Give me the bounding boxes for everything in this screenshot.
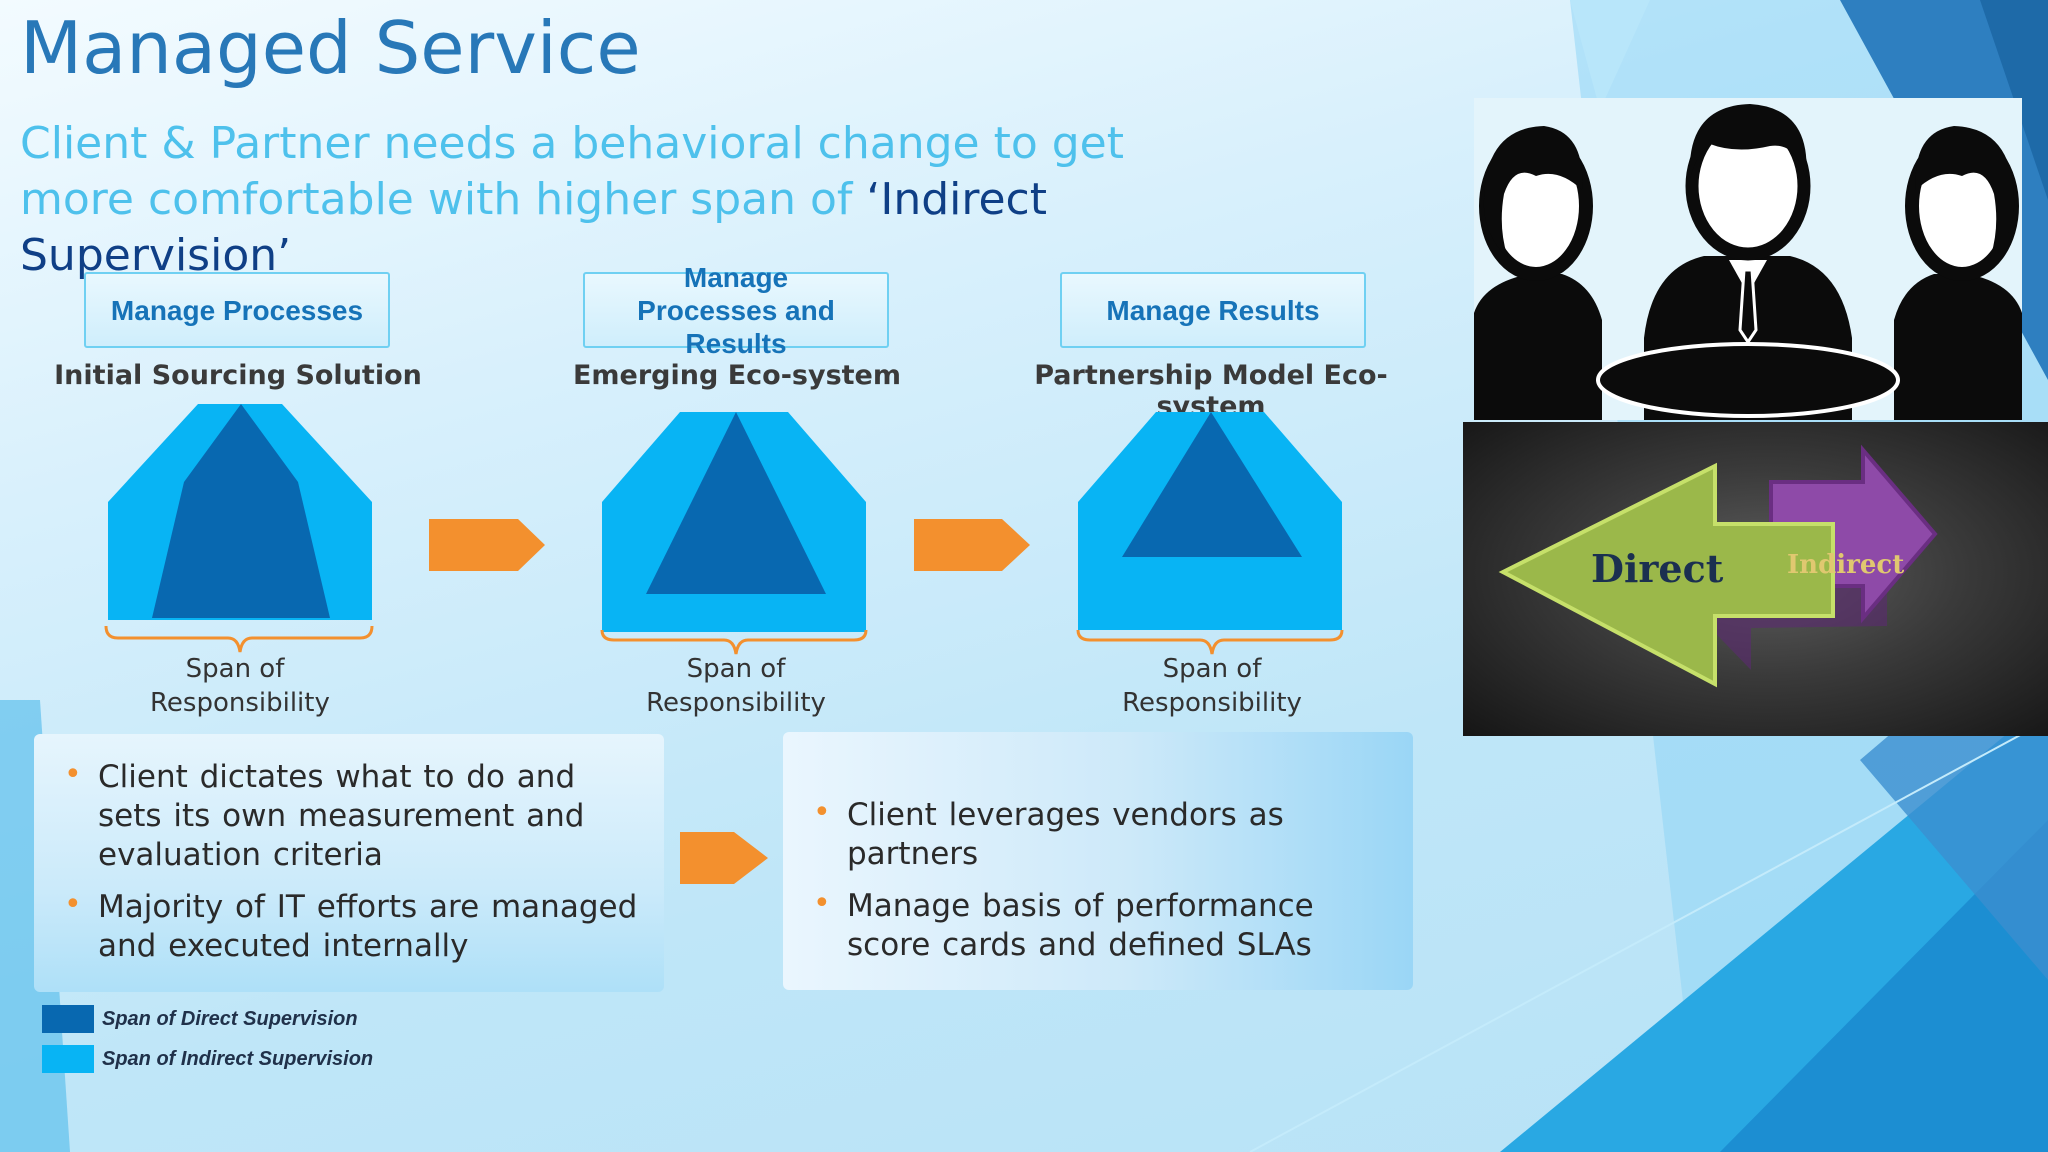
left-bullet-2: Majority of IT efforts are managed and e… [64, 885, 640, 966]
stage-1-span-shape [108, 404, 372, 620]
right-bullet-list: Client leverages vendors as partners Man… [813, 793, 1389, 965]
arrow-stage-2-to-3 [914, 519, 1030, 571]
direct-indirect-arrows-icon [1498, 444, 1938, 688]
people-meeting-image [1474, 98, 2022, 420]
right-bullet-1: Client leverages vendors as partners [813, 793, 1389, 874]
legend-direct-label: Span of Direct Supervision [102, 1007, 358, 1030]
left-bullet-list: Client dictates what to do and sets its … [64, 755, 640, 966]
legend-indirect: Span of Indirect Supervision [42, 1043, 373, 1075]
subtitle-text: Client & Partner needs a behavioral chan… [20, 118, 1124, 225]
stage-3-label: Manage Results [1106, 294, 1320, 326]
stage-2-span-label: Span of Responsibility [646, 654, 826, 718]
stage-2-box: Manage Processes and Results [583, 262, 889, 359]
stage-3-span-shape [1078, 412, 1342, 630]
arrow-left-to-right-panel [680, 832, 768, 884]
legend-direct-swatch [42, 1005, 94, 1033]
stage-3-span-label: Span of Responsibility [1122, 654, 1302, 718]
stage-1-box: Manage Processes [84, 272, 390, 348]
direct-label: Direct [1591, 546, 1724, 591]
stage-1-sublabel: Initial Sourcing Solution [54, 360, 422, 391]
direct-indirect-image: Direct Indirect [1463, 422, 2048, 736]
stage-1-brace [104, 625, 374, 653]
legend-indirect-label: Span of Indirect Supervision [102, 1047, 374, 1070]
right-panel: Client leverages vendors as partners Man… [783, 732, 1413, 990]
indirect-label: Indirect [1787, 550, 1905, 580]
legend-indirect-swatch [42, 1045, 94, 1073]
left-panel: Client dictates what to do and sets its … [34, 734, 664, 992]
people-icon [1474, 104, 2022, 420]
right-bullet-2: Manage basis of performance score cards … [813, 884, 1389, 965]
stage-2-span-shape [602, 412, 866, 632]
stage-1-span-label: Span of Responsibility [150, 654, 330, 718]
stage-3-box: Manage Results [1060, 272, 1366, 348]
stage-2-sublabel: Emerging Eco-system [572, 360, 902, 391]
stage-3-brace [1076, 629, 1344, 655]
stage-2-label: Manage Processes and Results [637, 261, 835, 359]
stage-2-brace [600, 629, 868, 655]
arrow-stage-1-to-2 [429, 519, 545, 571]
legend-direct: Span of Direct Supervision [42, 1003, 358, 1035]
slide-title: Managed Service [20, 6, 641, 90]
supervision-diagram [104, 404, 1344, 884]
left-bullet-1: Client dictates what to do and sets its … [64, 755, 640, 875]
stage-1-label: Manage Processes [110, 294, 364, 326]
